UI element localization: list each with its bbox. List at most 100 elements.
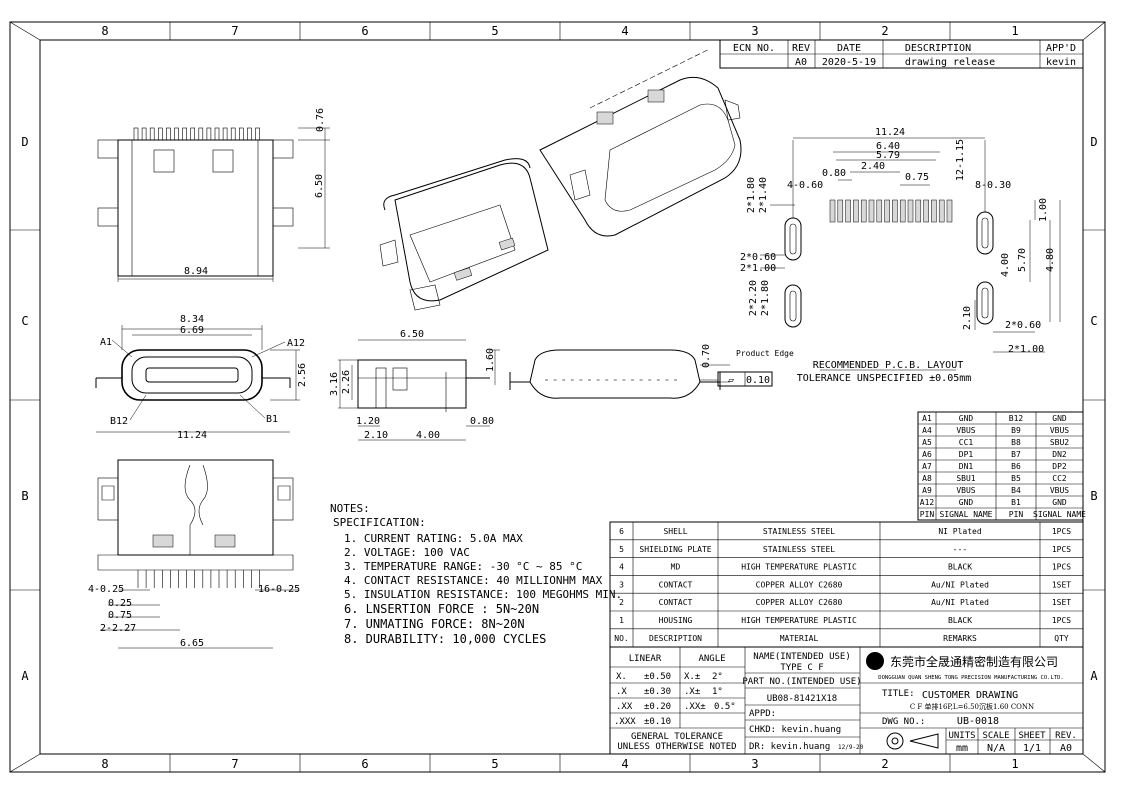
tb-units-header: UNITS xyxy=(948,731,975,741)
pin-table-cell: B7 xyxy=(1011,450,1021,459)
pcb-pad xyxy=(868,199,875,223)
pin-table-cell: A5 xyxy=(922,438,932,447)
pcb-dim-12-115: 12-1.15 xyxy=(955,139,966,181)
dim-side-h1: 3.16 xyxy=(329,372,340,396)
bom-cell: 1SET xyxy=(1052,580,1071,589)
pcb-dim-400: 4.00 xyxy=(1000,253,1011,277)
zone-row-c-right: C xyxy=(1090,314,1097,328)
pcb-pad xyxy=(923,199,929,223)
dim-top-h2: 6.50 xyxy=(314,174,325,198)
notes-title: NOTES: xyxy=(330,502,370,515)
top-pin xyxy=(222,127,228,141)
top-pin xyxy=(255,127,260,141)
pcb-pad xyxy=(829,199,836,223)
pin-table-cell: GND xyxy=(959,414,974,423)
tb-units-value: mm xyxy=(956,743,968,754)
projection-symbol-icon xyxy=(886,732,904,750)
tb-chkd: CHKD: kevin.huang xyxy=(749,725,841,735)
label-product-edge: Product Edge xyxy=(736,349,794,358)
tb-tol-dx: .X xyxy=(616,687,627,697)
dim-side-h2: 2.26 xyxy=(341,370,352,394)
bom-cell: HIGH TEMPERATURE PLASTIC xyxy=(741,616,857,625)
edge-view xyxy=(490,349,773,399)
pcb-dim-2-180: 2*1.80 xyxy=(746,177,757,213)
top-pin xyxy=(166,127,171,141)
note-item-6: 6. LNSERTION FORCE : 5N~20N xyxy=(344,602,539,616)
pcb-dim-2-060a: 2*0.60 xyxy=(740,252,776,263)
top-pin xyxy=(158,127,163,141)
pcb-pad xyxy=(899,199,906,223)
zone-row-d-left: D xyxy=(21,135,28,149)
pcb-dim-4-060: 4-0.60 xyxy=(787,180,823,191)
pcb-dim-8-030: 8-0.30 xyxy=(975,180,1011,191)
bom-cell: COPPER ALLOY C2680 xyxy=(756,598,843,607)
pin-table-cell: PIN xyxy=(1009,510,1024,519)
tb-linear: LINEAR xyxy=(629,654,662,664)
bom-cell: DESCRIPTION xyxy=(649,634,702,643)
zone-col-4-top: 4 xyxy=(621,24,628,38)
pcb-pad xyxy=(876,199,883,223)
tb-tol-x: X. xyxy=(616,672,627,682)
dim-bot-e: 16-0.25 xyxy=(258,584,300,595)
tb-general-tol-2: UNLESS OTHERWISE NOTED xyxy=(617,742,736,752)
pcb-dim-1124: 11.24 xyxy=(875,127,905,138)
bom-cell: 1SET xyxy=(1052,598,1071,607)
bom-cell: MD xyxy=(671,563,681,572)
tb-ang-x: X.± xyxy=(684,672,701,682)
pcb-dim-240: 2.40 xyxy=(861,161,885,172)
bom-cell: 5 xyxy=(619,545,624,554)
iso-pin xyxy=(604,97,611,101)
tb-tol-dxxx: .XXX xyxy=(614,717,636,727)
rev-value-rev: A0 xyxy=(795,57,807,68)
top-pin xyxy=(247,127,252,141)
bom-cell: QTY xyxy=(1054,634,1069,643)
tb-tol-dxx: .XX xyxy=(616,702,633,712)
zone-row-a-left: A xyxy=(21,669,29,683)
top-view xyxy=(97,127,330,282)
dim-front-w2: 6.69 xyxy=(180,325,204,336)
pcb-pad xyxy=(853,199,859,223)
zone-row-b-left: B xyxy=(21,489,28,503)
dim-front-w1: 8.34 xyxy=(180,314,204,325)
isometric-view-left xyxy=(379,158,549,311)
tb-part-label: PART NO.(INTENDED USE) xyxy=(742,677,861,687)
dim-side-w: 6.50 xyxy=(400,329,424,340)
zone-row-b-right: B xyxy=(1090,489,1097,503)
zone-col-3-bottom: 3 xyxy=(751,757,758,771)
top-pin xyxy=(239,127,244,141)
top-pin xyxy=(174,127,179,141)
pin-table-cell: A8 xyxy=(922,474,932,483)
bom-cell: SHIELDING PLATE xyxy=(639,545,711,554)
pin-table-cell: GND xyxy=(1052,414,1067,423)
top-pin xyxy=(190,127,195,141)
pcb-pad xyxy=(860,199,867,223)
bom-cell: 3 xyxy=(619,580,624,589)
pin-table-cell: B9 xyxy=(1011,426,1021,435)
iso-pin xyxy=(702,49,708,53)
zone-col-5-top: 5 xyxy=(491,24,498,38)
bom-cell: COPPER ALLOY C2680 xyxy=(756,580,843,589)
pcb-dim-2-220: 2*2.20 xyxy=(748,280,759,316)
dim-bot-d: 2-2.27 xyxy=(100,623,136,634)
pcb-pad xyxy=(931,199,937,223)
tb-tol-dx-val: ±0.30 xyxy=(644,687,671,697)
label-a1: A1 xyxy=(100,337,112,348)
pcb-tolerance: TOLERANCE UNSPECIFIED ±0.05mm xyxy=(797,373,972,384)
pin-table-cell: B4 xyxy=(1011,486,1021,495)
pin-table-cell: A7 xyxy=(922,462,932,471)
rev-value-appd: kevin xyxy=(1046,57,1076,68)
pcb-dim-080: 0.80 xyxy=(822,168,846,179)
pcb-dim-2-180b: 2*1.80 xyxy=(760,280,771,316)
top-pin xyxy=(182,127,187,141)
bom-cell: CONTACT xyxy=(659,580,693,589)
tb-dwg-value: UB-0018 xyxy=(957,716,999,727)
iso-pin xyxy=(649,75,656,79)
bom-cell: REMARKS xyxy=(943,634,977,643)
dim-bot-a: 4-0.25 xyxy=(88,584,124,595)
outer-frame xyxy=(9,21,1106,773)
bom-cell: 4 xyxy=(619,563,624,572)
company-logo xyxy=(866,652,884,670)
bom-cell: BLACK xyxy=(948,616,972,625)
dim-front-w3: 11.24 xyxy=(177,430,207,441)
bom-cell: HIGH TEMPERATURE PLASTIC xyxy=(741,563,857,572)
